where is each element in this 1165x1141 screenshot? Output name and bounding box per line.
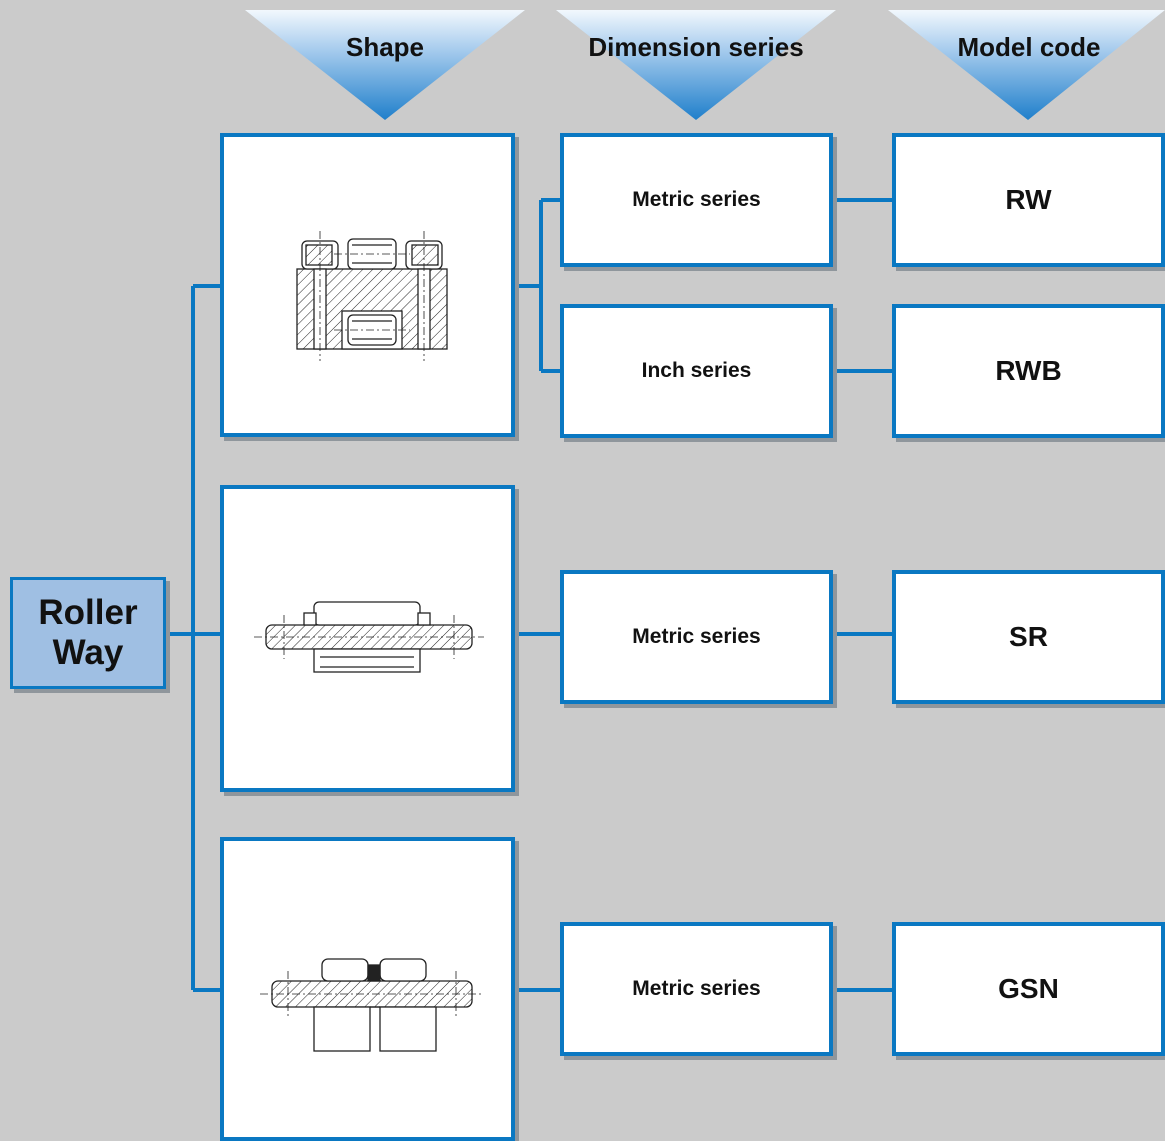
header-shape: Shape <box>345 32 425 62</box>
model-box-gsn: GSN <box>892 922 1165 1056</box>
model-box-rwb: RWB <box>892 304 1165 438</box>
header-arrow-dimension <box>556 10 836 120</box>
model-box-sr: SR <box>892 570 1165 704</box>
root-label-line1: Roller <box>38 593 138 632</box>
root-label-line2: Way <box>52 633 124 672</box>
shape-box-gsn <box>220 837 515 1141</box>
dimension-box-metric-sr: Metric series <box>560 570 833 704</box>
shape-box-sr <box>220 485 515 792</box>
model-box-rw: RW <box>892 133 1165 267</box>
header-dimension-series: Dimension series <box>588 32 804 62</box>
gsn-cross-section-drawing <box>260 958 484 1052</box>
dimension-box-inch-rwb: Inch series <box>560 304 833 438</box>
rw-cross-section-drawing <box>296 231 448 361</box>
sr-cross-section-drawing <box>254 601 484 673</box>
dimension-box-metric-gsn: Metric series <box>560 922 833 1056</box>
header-model-code: Model code <box>957 32 1101 62</box>
root-roller-way-box: Roller Way <box>10 577 166 689</box>
shape-box-rw <box>220 133 515 437</box>
connector-lines <box>166 198 892 992</box>
header-arrow-model <box>888 10 1165 120</box>
dimension-box-metric-rw: Metric series <box>560 133 833 267</box>
header-arrow-shape <box>245 10 525 120</box>
